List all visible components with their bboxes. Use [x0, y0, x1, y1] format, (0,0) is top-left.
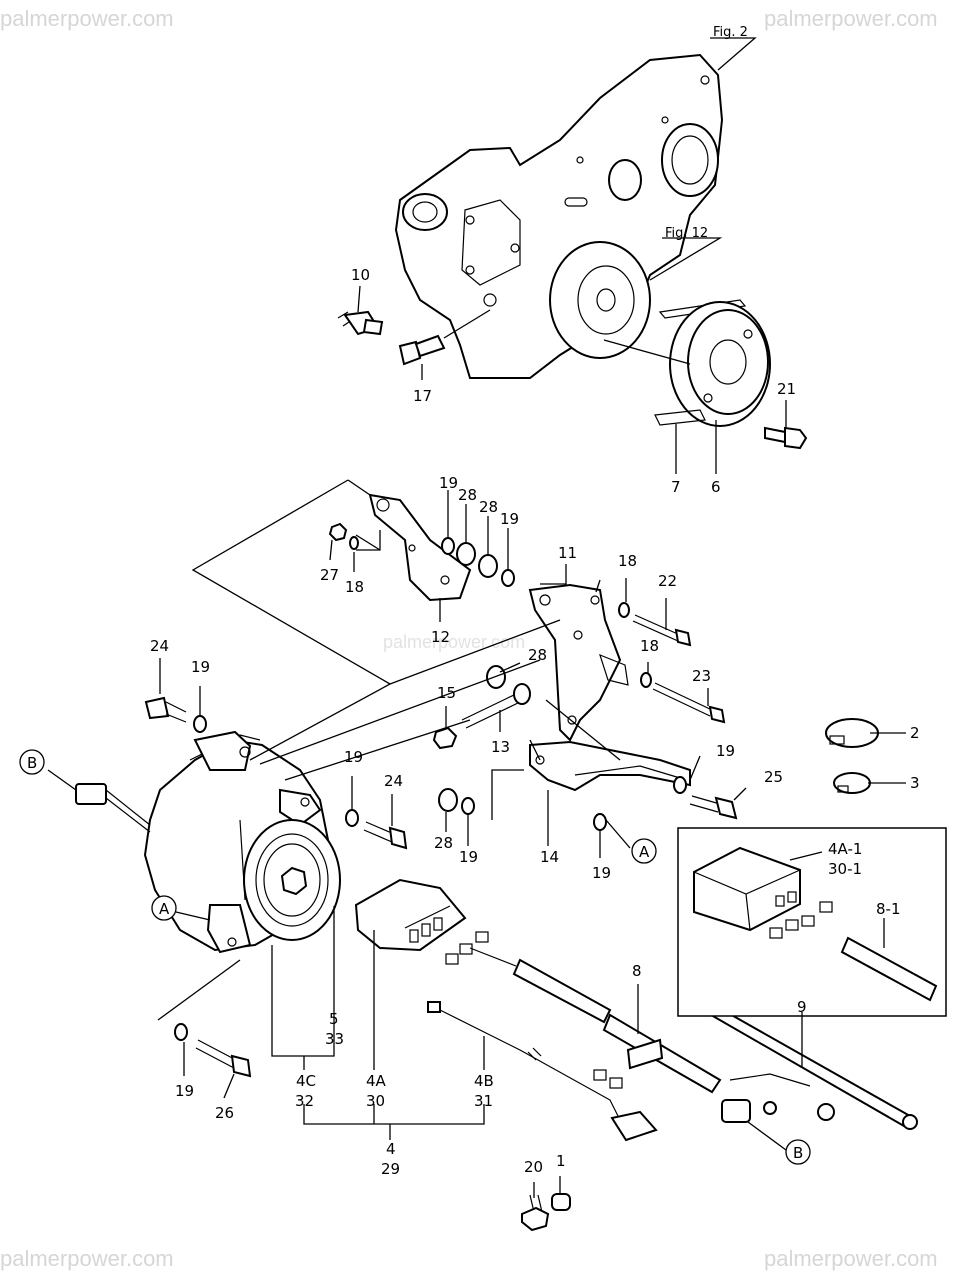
watermark-top-left: palmerpower.com — [0, 6, 174, 31]
connector-b-left-label: B — [27, 754, 37, 772]
regulator-4a — [354, 878, 467, 952]
callout-19-f: 19 — [459, 848, 478, 866]
harness-4b — [427, 1001, 658, 1142]
callout-19-d: 19 — [716, 742, 735, 760]
bolt-21 — [764, 426, 808, 450]
callout-10: 10 — [351, 266, 370, 284]
leader-lines-middle — [47, 479, 906, 1198]
bolt-26 — [195, 1039, 252, 1078]
callout-8-1: 8-1 — [876, 900, 901, 918]
bolt-24-left — [144, 696, 187, 723]
fitting-17 — [398, 334, 446, 366]
connector-a-right-label: A — [639, 843, 650, 861]
pulley-6 — [654, 299, 771, 427]
callout-14: 14 — [540, 848, 559, 866]
callout-labels: 10 17 21 7 6 19 28 28 19 27 18 12 11 18 … — [150, 266, 920, 1178]
callout-30: 30 — [366, 1092, 385, 1110]
callout-31: 31 — [474, 1092, 493, 1110]
fig12-reference: Fig. 12 — [665, 226, 708, 241]
bracket-12 — [368, 493, 472, 602]
callout-18-c: 18 — [640, 637, 659, 655]
callout-19-e: 19 — [344, 748, 363, 766]
bolt-25 — [689, 795, 738, 820]
clamp-2 — [825, 718, 879, 748]
callout-9: 9 — [797, 998, 807, 1016]
callout-4c: 4C — [296, 1072, 316, 1090]
nut-15 — [432, 726, 458, 750]
callout-5: 5 — [329, 1010, 339, 1028]
adjust-bolt-13 — [461, 683, 531, 729]
callout-2: 2 — [910, 724, 920, 742]
connector-b-bottom: B — [785, 1139, 811, 1165]
callout-28-a: 28 — [458, 486, 477, 504]
bolt-23 — [652, 682, 726, 724]
cap-1 — [551, 1193, 571, 1211]
callout-33: 33 — [325, 1030, 344, 1048]
watermark-top-right: palmerpower.com — [764, 6, 938, 31]
callout-28-d: 28 — [434, 834, 453, 852]
oil-pressure-switch-10 — [337, 310, 384, 336]
callout-20: 20 — [524, 1158, 543, 1176]
leader-lines-top — [357, 37, 787, 474]
alternator — [143, 730, 341, 954]
washers — [174, 536, 687, 1041]
callout-27: 27 — [320, 566, 339, 584]
bolt-24-right — [363, 821, 408, 850]
callout-17: 17 — [413, 387, 432, 405]
callout-11: 11 — [558, 544, 577, 562]
fig2-reference: Fig. 2 — [713, 25, 748, 40]
watermark-bottom-right: palmerpower.com — [764, 1246, 938, 1271]
callout-7: 7 — [671, 478, 681, 496]
callout-4a: 4A — [366, 1072, 387, 1090]
alternator-connector — [75, 783, 151, 833]
callout-1: 1 — [556, 1152, 566, 1170]
callout-4: 4 — [386, 1140, 396, 1158]
watermark-bottom-left: palmerpower.com — [0, 1246, 174, 1271]
connector-b-left: B — [19, 749, 45, 775]
callout-24-a: 24 — [150, 637, 169, 655]
callout-4b: 4B — [474, 1072, 494, 1090]
connector-b-bottom-label: B — [793, 1144, 803, 1162]
callout-28-b: 28 — [479, 498, 498, 516]
callout-19-h: 19 — [175, 1082, 194, 1100]
connector-a-right: A — [631, 838, 657, 864]
callout-13: 13 — [491, 738, 510, 756]
callout-28-c: 28 — [528, 646, 547, 664]
bolt-20 — [521, 1194, 550, 1232]
callout-4a-1: 4A-1 — [828, 840, 862, 858]
connector-a-left-label: A — [159, 900, 170, 918]
callout-23: 23 — [692, 667, 711, 685]
callout-15: 15 — [437, 684, 456, 702]
group-brackets-bottom — [271, 906, 485, 1140]
callout-6: 6 — [711, 478, 721, 496]
callout-24-b: 24 — [384, 772, 403, 790]
callout-22: 22 — [658, 572, 677, 590]
callout-30-1: 30-1 — [828, 860, 862, 878]
crank-pulley — [549, 241, 651, 359]
connector-a-left: A — [151, 895, 177, 921]
callout-21: 21 — [777, 380, 796, 398]
harness-8 — [445, 931, 835, 1123]
bracket-11 — [528, 583, 629, 742]
callout-19-g: 19 — [592, 864, 611, 882]
callout-19-a: 19 — [439, 474, 458, 492]
inset-box — [677, 827, 947, 1017]
callout-25: 25 — [764, 768, 783, 786]
callout-18-a: 18 — [345, 578, 364, 596]
callout-8: 8 — [632, 962, 642, 980]
callout-19-b: 19 — [500, 510, 519, 528]
callout-3: 3 — [910, 774, 920, 792]
callout-19-c: 19 — [191, 658, 210, 676]
callout-29: 29 — [381, 1160, 400, 1178]
stay-14 — [529, 740, 691, 792]
callout-12: 12 — [431, 628, 450, 646]
callout-32: 32 — [295, 1092, 314, 1110]
bolt-22 — [632, 614, 692, 647]
callout-26: 26 — [215, 1104, 234, 1122]
clamp-3 — [833, 772, 871, 794]
callout-18-b: 18 — [618, 552, 637, 570]
